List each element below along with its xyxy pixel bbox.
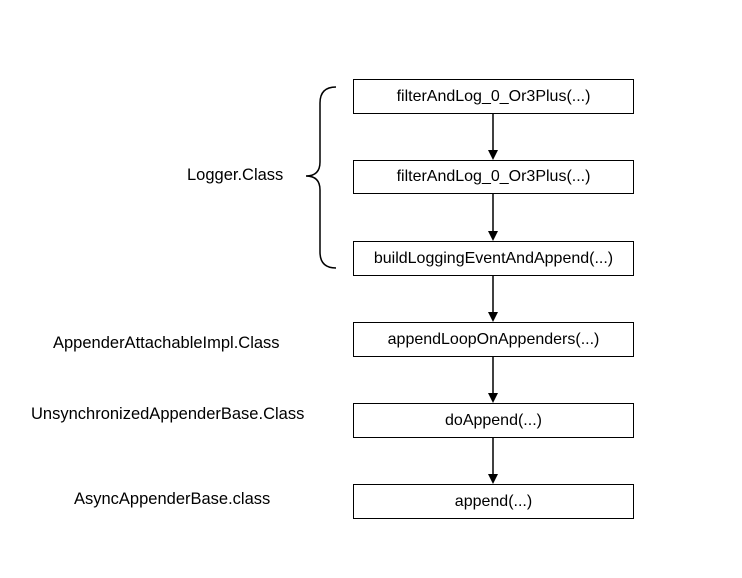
node-append-loop-on-appenders: appendLoopOnAppenders(...) <box>353 322 634 357</box>
node-label: append(...) <box>454 492 533 510</box>
node-do-append: doAppend(...) <box>353 403 634 438</box>
node-append: append(...) <box>353 484 634 519</box>
node-label: filterAndLog_0_Or3Plus(...) <box>396 168 591 185</box>
node-label: buildLoggingEventAndAppend(...) <box>373 249 614 267</box>
node-label: appendLoopOnAppenders(...) <box>387 330 600 348</box>
logger-class-label: Logger.Class <box>187 166 284 184</box>
logger-group-brace <box>305 86 337 269</box>
async-appender-class-label: AsyncAppenderBase.class <box>74 490 271 508</box>
node-label: doAppend(...) <box>445 411 542 429</box>
node-filter-and-log-1: filterAndLog_0_Or3Plus(...) <box>353 79 634 114</box>
unsynchronized-appender-class-label: UnsynchronizedAppenderBase.Class <box>31 405 305 423</box>
appender-attachable-class-label: AppenderAttachableImpl.Class <box>53 334 280 352</box>
node-build-logging-event: buildLoggingEventAndAppend(...) <box>353 241 634 276</box>
node-label: filterAndLog_0_Or3Plus(...) <box>396 87 591 105</box>
node-filter-and-log-2: filterAndLog_0_Or3Plus(...) <box>353 160 634 194</box>
